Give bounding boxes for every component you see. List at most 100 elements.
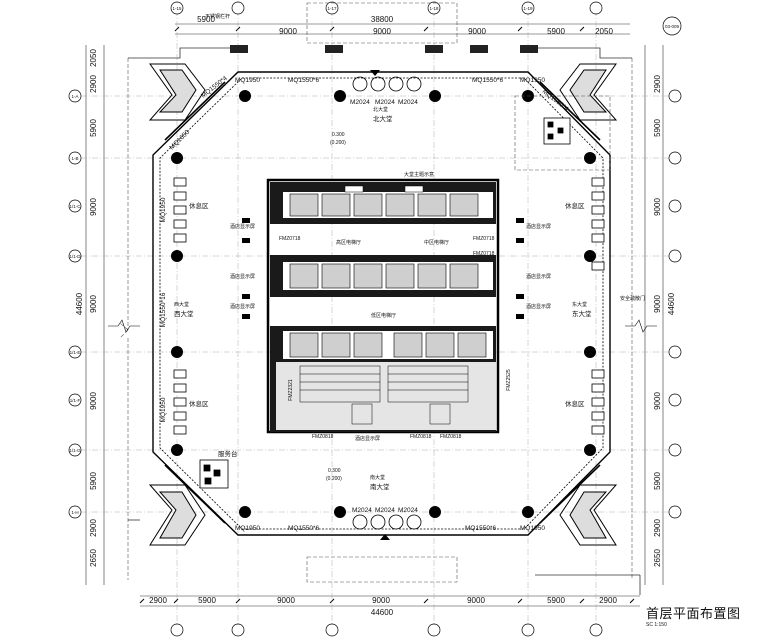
door-fm2321: FMZ2321 — [288, 379, 294, 401]
grid-label-left-3: 1/1-C — [69, 204, 81, 209]
entrance-arrows — [370, 70, 390, 540]
grid-label-top-1: 1-15 — [172, 6, 182, 11]
rest-area-nw: 休息区 — [189, 201, 209, 210]
dim-top-3: 9000 — [373, 27, 391, 36]
door-mq1550x6-s: MQ1550*6 — [288, 525, 319, 532]
revolving-doors — [352, 76, 422, 530]
grid-label-left-8: 1-H — [71, 510, 78, 515]
hall-west: 西大堂 — [174, 309, 194, 318]
building-outline — [152, 71, 611, 536]
door-fmz0818-3: FMZ0818 — [440, 434, 462, 440]
dim-left-5: 9000 — [89, 295, 98, 313]
rest-area-sw: 休息区 — [189, 399, 209, 408]
label-display-3: 酒店显示屏 — [230, 303, 255, 310]
dim-bottom-1: 2900 — [149, 596, 167, 605]
label-big-screen: 大堂主题示意 — [404, 171, 434, 178]
dimension-lines — [85, 23, 664, 607]
dim-left-total: 44600 — [75, 292, 84, 315]
dim-right-6: 5900 — [653, 472, 662, 490]
dim-top-1: 5900 — [197, 15, 215, 24]
dim-right-3: 9000 — [653, 198, 662, 216]
door-mq1950-sw: MQ1950 — [235, 525, 260, 532]
door-mq1550x6-n2: MQ1550*6 — [472, 77, 503, 84]
door-fm2525: FMZ2525 — [506, 369, 512, 391]
dim-bottom-3: 9000 — [277, 596, 295, 605]
label-display-7: 酒店显示屏 — [355, 435, 380, 442]
grid-label-top-3: 1-18 — [429, 6, 439, 11]
grid-label-left-2: 1-B — [71, 156, 78, 161]
elev-top-sub: (0.200) — [330, 140, 346, 146]
hall-north: 北大堂 — [373, 114, 393, 123]
door-mq1950-nw: MQ1950 — [235, 77, 260, 84]
dim-left-4: 9000 — [89, 198, 98, 216]
door-m2024-n3: M2024 — [398, 99, 418, 106]
door-m2024-s3: M2024 — [398, 507, 418, 514]
corner-glazing — [164, 81, 601, 524]
dim-top-5: 5900 — [547, 27, 565, 36]
rest-area-ne: 休息区 — [565, 201, 585, 210]
label-display-1: 酒店显示屏 — [230, 223, 255, 230]
door-mq1550x6-n: MQ1550*6 — [288, 77, 319, 84]
label-mid-elev: 中区电梯厅 — [424, 239, 449, 246]
dim-right-7: 2900 — [653, 519, 662, 537]
dim-top-total: 38800 — [371, 15, 394, 24]
door-fmz0718-l: FMZ0718 — [279, 236, 301, 242]
dim-left-7: 5900 — [89, 472, 98, 490]
core-side-stools — [242, 218, 524, 319]
lounge-seating — [173, 177, 605, 435]
central-core — [266, 178, 500, 434]
top-right-equipment — [543, 117, 571, 145]
dim-left-2: 2900 — [89, 75, 98, 93]
service-desk — [199, 459, 229, 489]
hall-south: 南大堂 — [370, 482, 390, 491]
break-marks — [108, 319, 657, 333]
label-display-4: 酒店显示屏 — [526, 223, 551, 230]
grid-label-left-7: 1/1-G — [69, 448, 81, 453]
door-fmz0818-1: FMZ0818 — [312, 434, 334, 440]
top-wall-equipment — [230, 45, 538, 53]
door-m2024-s1: M2024 — [352, 507, 372, 514]
elev-bottom: 0.300 — [328, 468, 341, 474]
grid-label-top-4: 1-19 — [523, 6, 533, 11]
dim-left-9: 2650 — [89, 549, 98, 567]
dim-top-right: 2050 — [595, 27, 613, 36]
door-mq1950-se: MQ1950 — [520, 525, 545, 532]
label-display-2: 酒店显示屏 — [230, 273, 255, 280]
grid-label-left-6: 1/1-F — [70, 398, 81, 403]
dim-right-total: 44600 — [667, 292, 676, 315]
hall-west-small: 西大堂 — [174, 301, 189, 308]
label-display-6: 酒店显示屏 — [526, 303, 551, 310]
hall-east: 东大堂 — [572, 309, 592, 318]
site-boundary — [119, 2, 633, 583]
dim-bottom-5: 9000 — [467, 596, 485, 605]
door-mq1950-w1: MQ1950 — [160, 197, 167, 222]
door-mq1650-nw: MQ1650 — [168, 129, 191, 152]
grid-label-top-2: 1-17 — [327, 6, 337, 11]
dashed-room — [514, 95, 611, 171]
door-mq1550x6-s2: MQ1550*6 — [465, 525, 496, 532]
dim-bottom-2: 5900 — [198, 596, 216, 605]
door-m2024-n1: M2024 — [350, 99, 370, 106]
label-low-elev: 低区电梯厅 — [371, 312, 396, 319]
drawing-scale: SC 1:150 — [646, 622, 667, 628]
dim-top-4: 9000 — [468, 27, 486, 36]
door-mq1550x16-w: MQ1550*16 — [160, 292, 167, 327]
dim-left-8: 2900 — [89, 519, 98, 537]
callout-ref: 03-009 — [665, 24, 680, 29]
dim-right-2: 5900 — [653, 119, 662, 137]
site-outline — [128, 47, 641, 595]
dim-bottom-7: 2900 — [599, 596, 617, 605]
elevator-cars — [289, 193, 487, 358]
dim-right-1: 2900 — [653, 75, 662, 93]
dim-left-1: 2050 — [89, 49, 98, 67]
dim-right-5: 9000 — [653, 392, 662, 410]
door-fmz0718-r2: FMZ0718 — [473, 251, 495, 257]
elev-top: 0.300 — [332, 132, 345, 138]
dim-left-3: 5900 — [89, 119, 98, 137]
dim-right-4: 9000 — [653, 295, 662, 313]
corner-ramps — [148, 63, 618, 546]
door-mq1950-w2: MQ1950 — [160, 397, 167, 422]
door-mq1950-ne: MQ1950 — [520, 77, 545, 84]
